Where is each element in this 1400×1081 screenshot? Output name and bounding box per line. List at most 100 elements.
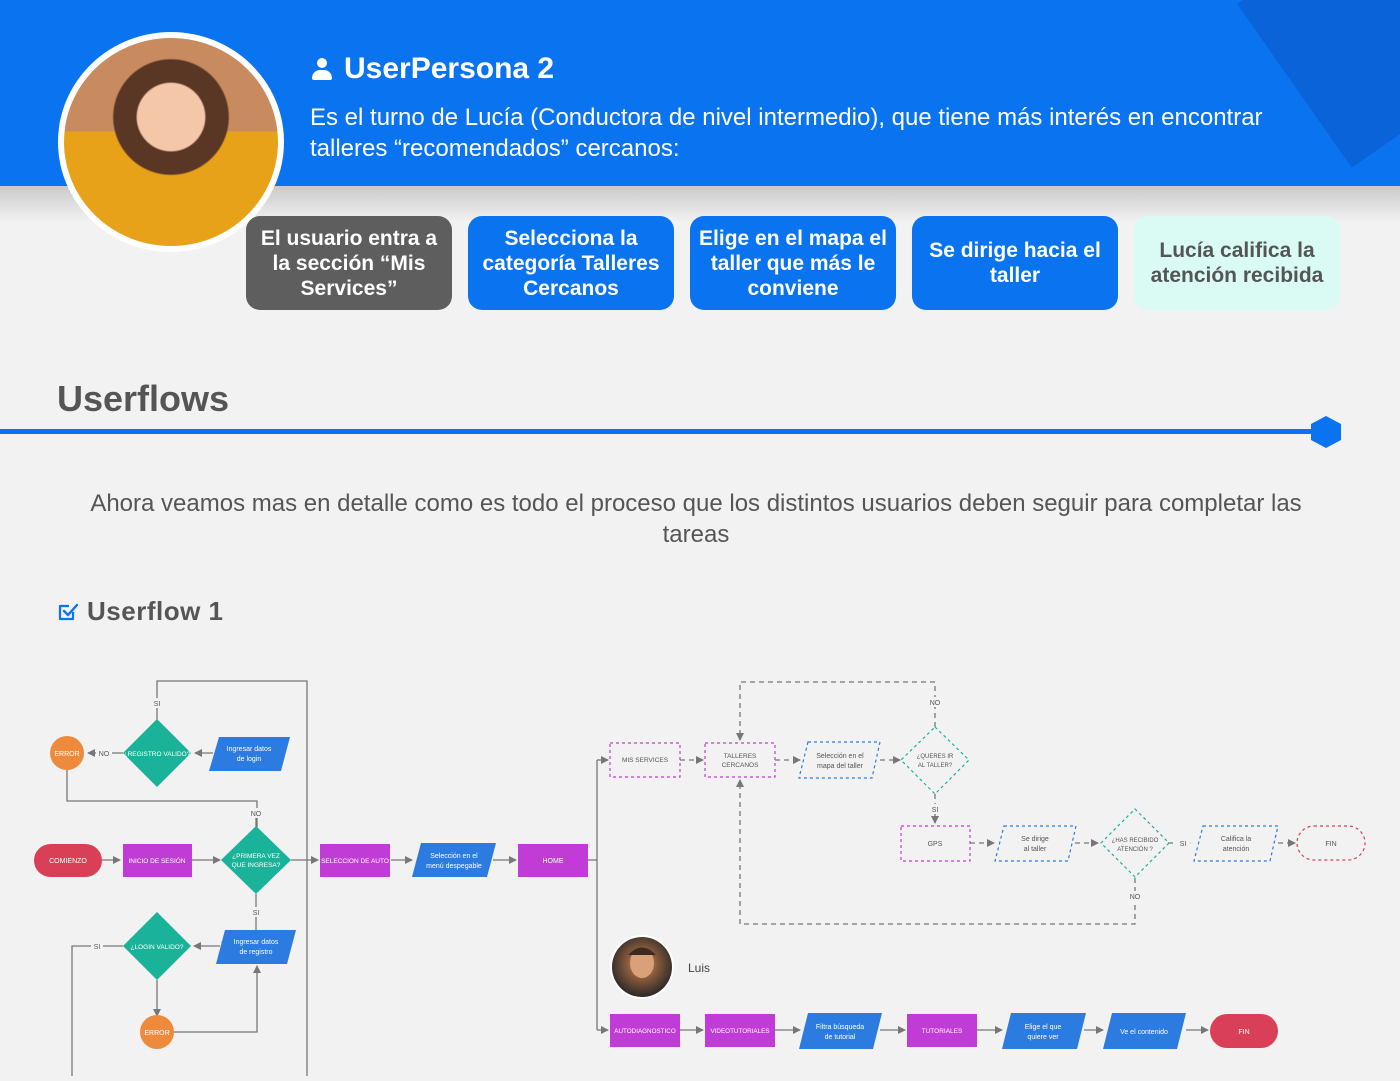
flow-node-elige: Elige el que quiere ver xyxy=(1002,1013,1086,1049)
userflow1-diagram: SI NO NO SI SI NO SI SI NO ERROR ¿REGIST… xyxy=(34,680,1366,1076)
user-icon xyxy=(312,58,332,80)
svg-text:AUTODIAGNOSTICO: AUTODIAGNOSTICO xyxy=(614,1028,676,1035)
svg-text:COMIENZO: COMIENZO xyxy=(49,858,87,865)
svg-text:de tutorial: de tutorial xyxy=(825,1034,856,1041)
persona-description: Es el turno de Lucía (Conductora de nive… xyxy=(310,104,1263,162)
svg-text:Selección en el: Selección en el xyxy=(816,753,864,760)
svg-text:atención: atención xyxy=(1223,846,1250,853)
svg-text:Ingresar datos: Ingresar datos xyxy=(234,939,279,946)
section-intro: Ahora veamos mas en detalle como es todo… xyxy=(90,490,1302,548)
svg-text:CERCANOS: CERCANOS xyxy=(722,762,760,769)
dashed-connectors xyxy=(680,681,1296,925)
svg-text:TALLERES: TALLERES xyxy=(724,753,757,760)
edge-label-no: NO xyxy=(99,751,110,758)
persona-title: UserPersona 2 xyxy=(344,52,555,85)
flow-node-registro-valido: ¿REGISTRO VALIDO? xyxy=(123,719,191,787)
svg-text:Califica la: Califica la xyxy=(1221,836,1251,843)
flow-node-gps: GPS xyxy=(900,825,971,862)
flow-node-login-valido: ¿LOGIN VALIDO? xyxy=(123,912,191,980)
flow-node-se-dirige: Se dirige al taller xyxy=(994,825,1077,862)
svg-text:GPS: GPS xyxy=(928,841,943,848)
svg-text:FIN: FIN xyxy=(1238,1029,1249,1036)
step-card: Se dirige hacia el taller xyxy=(912,216,1118,310)
svg-text:Filtra búsqueda: Filtra búsqueda xyxy=(816,1024,864,1031)
persona-avatar xyxy=(64,38,278,246)
edge-label-no: NO xyxy=(1130,894,1141,901)
section-title: Userflows xyxy=(57,378,230,419)
flow-node-inicio-sesion: INICIO DE SESIÓN xyxy=(123,844,192,877)
svg-text:INICIO DE SESIÓN: INICIO DE SESIÓN xyxy=(128,856,185,865)
svg-text:¿HAS RECIBIDO: ¿HAS RECIBIDO xyxy=(1112,838,1159,844)
flow-node-seleccion-menu: Selección en el menú despegable xyxy=(412,843,496,877)
flow-node-seleccion-mapa: Selección en el mapa del taller xyxy=(798,741,881,779)
step-card: Selecciona la categoría Talleres Cercano… xyxy=(468,216,674,310)
svg-text:FIN: FIN xyxy=(1325,841,1336,848)
step-card: Elige en el mapa el taller que más le co… xyxy=(690,216,896,310)
edge-label-si: SI xyxy=(932,807,939,814)
svg-text:quiere ver: quiere ver xyxy=(1027,1034,1059,1041)
flow-node-ingresar-registro: Ingresar datos de registro xyxy=(216,930,296,964)
edge-label-si: SI xyxy=(253,910,260,917)
flow-node-mis-services: MIS SERVICES xyxy=(609,742,681,778)
flow-node-califica: Califica la atención xyxy=(1193,825,1279,862)
svg-text:de registro: de registro xyxy=(239,949,272,956)
flow-node-tutoriales: TUTORIALES xyxy=(907,1014,977,1047)
svg-text:de login: de login xyxy=(237,756,262,763)
persona-avatar-frame xyxy=(58,32,284,252)
checkbox-icon xyxy=(58,602,78,622)
svg-text:MIS SERVICES: MIS SERVICES xyxy=(622,757,669,764)
flow-node-ve-contenido: Ve el contenido xyxy=(1103,1013,1186,1049)
svg-text:ERROR: ERROR xyxy=(144,1030,169,1037)
svg-text:¿LOGIN VALIDO?: ¿LOGIN VALIDO? xyxy=(131,944,184,951)
svg-text:VIDEOTUTORIALES: VIDEOTUTORIALES xyxy=(710,1028,769,1035)
svg-text:TUTORIALES: TUTORIALES xyxy=(922,1028,963,1035)
flow-node-error-2: ERROR xyxy=(140,1015,174,1049)
svg-text:Ingresar datos: Ingresar datos xyxy=(227,746,272,753)
svg-text:AL TALLER?: AL TALLER? xyxy=(918,763,953,769)
svg-text:Elige el que: Elige el que xyxy=(1025,1024,1062,1031)
svg-text:QUE INGRESA?: QUE INGRESA? xyxy=(232,862,281,869)
section-divider xyxy=(0,429,1326,434)
svg-text:mapa del taller: mapa del taller xyxy=(817,763,864,770)
svg-text:menú despegable: menú despegable xyxy=(426,863,482,870)
flow-node-error-1: ERROR xyxy=(50,736,84,770)
svg-text:al taller: al taller xyxy=(1024,846,1047,853)
userflow1-heading: Userflow 1 xyxy=(58,596,224,627)
flow-node-home: HOME xyxy=(518,844,588,877)
flow-node-videotutoriales: VIDEOTUTORIALES xyxy=(705,1014,775,1047)
flow-node-talleres-cercanos: TALLERES CERCANOS xyxy=(704,742,776,778)
flow-node-queres-ir: ¿QUERES IR AL TALLER? xyxy=(900,726,970,795)
flow-node-filtra: Filtra búsqueda de tutorial xyxy=(799,1013,882,1049)
flow-node-has-recibido: ¿HAS RECIBIDO ATENCIÓN ? xyxy=(1100,808,1170,878)
luis-name: Luis xyxy=(688,961,710,975)
svg-text:Selección en el: Selección en el xyxy=(430,853,478,860)
flow-node-comienzo: COMIENZO xyxy=(34,844,102,877)
persona-steps: El usuario entra a la sección “Mis Servi… xyxy=(246,216,1340,310)
svg-text:¿PRIMERA VEZ: ¿PRIMERA VEZ xyxy=(232,853,280,860)
hexagon-marker-icon xyxy=(1311,416,1341,448)
svg-text:HOME: HOME xyxy=(543,858,564,865)
edge-label-no: NO xyxy=(251,811,262,818)
svg-text:ATENCIÓN ?: ATENCIÓN ? xyxy=(1117,846,1153,853)
step-card: Lucía califica la atención recibida xyxy=(1134,216,1340,310)
edge-label-si: SI xyxy=(1180,841,1187,848)
svg-text:¿QUERES IR: ¿QUERES IR xyxy=(917,754,954,760)
step-card: El usuario entra a la sección “Mis Servi… xyxy=(246,216,452,310)
flow-node-autodiagnostico: AUTODIAGNOSTICO xyxy=(610,1014,680,1047)
flow-node-seleccion-auto: SELECCION DE AUTO xyxy=(320,844,390,877)
flow-node-fin-1: FIN xyxy=(1296,825,1366,861)
userflow1-title: Userflow 1 xyxy=(87,596,224,626)
persona-title-row: UserPersona 2 xyxy=(312,52,554,86)
svg-text:Se dirige: Se dirige xyxy=(1021,836,1049,843)
flow-node-ingresar-login: Ingresar datos de login xyxy=(209,737,290,771)
svg-text:SELECCION DE AUTO: SELECCION DE AUTO xyxy=(321,858,389,865)
edge-label-si: SI xyxy=(154,701,161,708)
svg-text:ERROR: ERROR xyxy=(54,751,79,758)
edge-label-si: SI xyxy=(94,944,101,951)
flow-node-fin-2: FIN xyxy=(1210,1014,1278,1048)
edge-label-no: NO xyxy=(930,700,941,707)
svg-text:Ve el contenido: Ve el contenido xyxy=(1120,1029,1168,1036)
luis-avatar xyxy=(610,935,674,999)
edge-labels: SI NO NO SI SI NO SI SI NO xyxy=(91,697,1190,951)
flow-node-primera-vez: ¿PRIMERA VEZ QUE INGRESA? xyxy=(221,826,291,894)
